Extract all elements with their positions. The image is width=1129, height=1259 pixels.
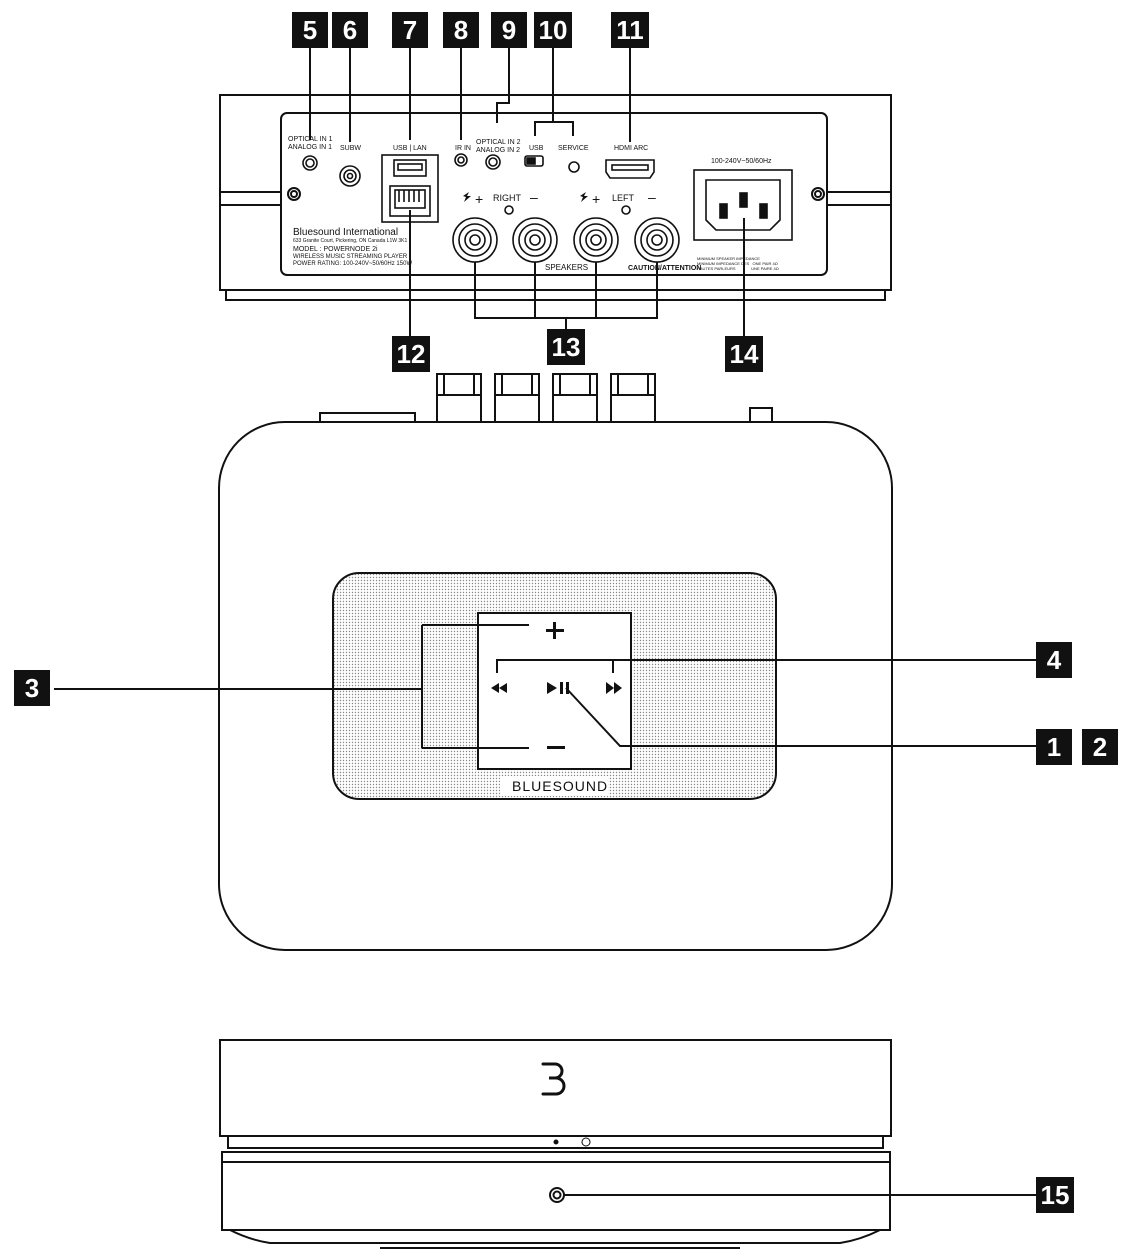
label-impedance-3: HAUTES PARLEURS UNE PAIRE 4Ω [697, 266, 779, 271]
rear-post-4 [610, 373, 656, 422]
label-usb-lan: USB | LAN [393, 145, 427, 152]
label-company: Bluesound International [293, 227, 399, 238]
brand-wordmark: BLUESOUND [512, 778, 609, 794]
optical-in-1-port [302, 155, 318, 171]
callout-1: 1 [1036, 729, 1072, 765]
callout-13: 13 [547, 329, 585, 365]
label-usb: USB [529, 145, 544, 152]
callout-5: 5 [292, 12, 328, 48]
front-unit [219, 1039, 1036, 1249]
callout-15: 15 [1036, 1177, 1074, 1213]
hdmi-arc-port [605, 159, 655, 179]
top-leaders [54, 624, 1036, 749]
label-minus-right: – [530, 189, 538, 205]
rear-post-2 [494, 373, 540, 422]
optical-in-2-port [485, 154, 501, 170]
bluesound-b-logo [541, 1062, 566, 1096]
callout-11: 11 [611, 12, 649, 48]
rear-post-3 [552, 373, 598, 422]
callout-9: 9 [491, 12, 527, 48]
label-plus-left: + [592, 191, 601, 207]
label-power-top: 100-240V~50/60Hz [711, 158, 772, 165]
label-impedance-1: MINIMUM SPEAKER IMPEDANCE [697, 256, 760, 261]
callout-2: 2 [1082, 729, 1118, 765]
label-right: RIGHT [493, 193, 521, 203]
speaker-terminals [452, 217, 680, 263]
label-impedance-2: MINIMUM IMPEDANCE DES ONE PAIR 4Ω [697, 261, 778, 266]
rear-panel [219, 94, 892, 301]
label-product: WIRELESS MUSIC STREAMING PLAYER [293, 254, 408, 260]
label-speakers: SPEAKERS [545, 263, 589, 272]
ir-in-port [454, 153, 468, 167]
callout-3: 3 [14, 670, 50, 706]
callout-12: 12 [392, 336, 430, 372]
callout-4: 4 [1036, 642, 1072, 678]
callout-7: 7 [392, 12, 428, 48]
label-optical-in-2: OPTICAL IN 2 [476, 139, 521, 146]
label-service: SERVICE [558, 145, 589, 152]
label-power-rating: POWER RATING: 100-240V~50/60Hz 150W [293, 261, 413, 267]
rear-connectors [302, 153, 793, 263]
label-analog-in-2: ANALOG IN 2 [476, 147, 520, 154]
label-address: 633 Granite Court, Pickering, ON Canada … [293, 238, 408, 244]
label-left: LEFT [612, 193, 635, 203]
label-analog-in-1: ANALOG IN 1 [288, 144, 332, 151]
callout-8: 8 [443, 12, 479, 48]
label-model: MODEL : POWERNODE 2i [293, 246, 378, 253]
label-hdmi-arc: HDMI ARC [614, 145, 649, 152]
label-minus-left: – [648, 189, 656, 205]
service-button [568, 161, 580, 173]
label-caution: CAUTION/ATTENTION [628, 265, 702, 272]
subw-port [339, 165, 361, 187]
callout-6: 6 [332, 12, 368, 48]
lightning-icons [463, 192, 588, 202]
rear-post-1 [436, 373, 482, 422]
callout-10: 10 [534, 12, 572, 48]
label-plus-right: + [475, 191, 484, 207]
label-optical-in-1: OPTICAL IN 1 [288, 136, 333, 143]
label-subw: SUBW [340, 145, 361, 152]
touch-icons [491, 622, 622, 749]
callout-14: 14 [725, 336, 763, 372]
headphone-jack [549, 1187, 565, 1203]
rear-leaders [309, 48, 745, 338]
label-ir-in: IR IN [455, 145, 471, 152]
top-unit [218, 373, 893, 951]
usb-port [524, 155, 544, 167]
